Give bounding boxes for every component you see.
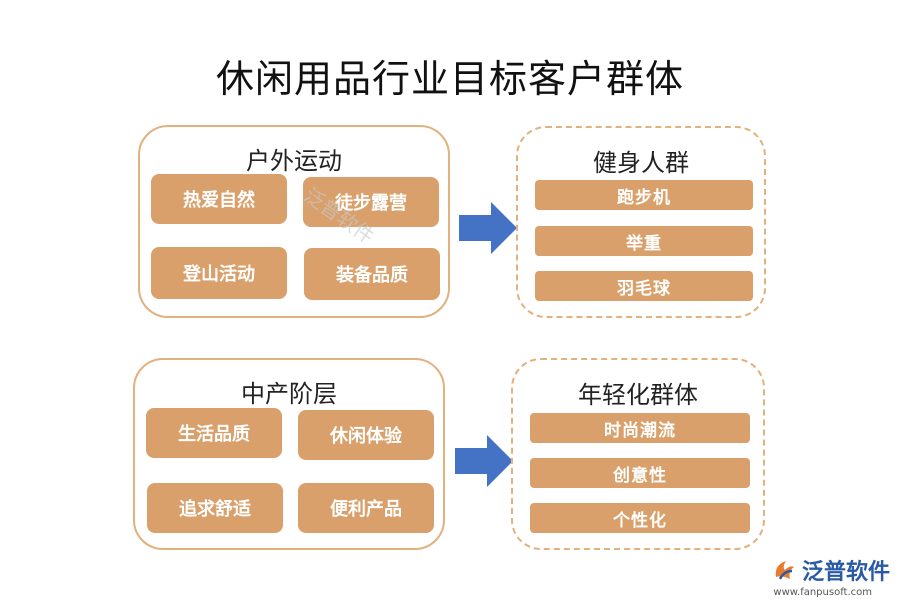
group-middle-class-box: 中产阶层 生活品质 休闲体验 追求舒适 便利产品 xyxy=(133,358,445,550)
target-item: 举重 xyxy=(535,226,753,256)
trait-tile: 便利产品 xyxy=(298,483,434,533)
target-item: 时尚潮流 xyxy=(530,413,750,443)
trait-tile: 徒步露营 xyxy=(303,177,439,227)
logo-icon xyxy=(775,561,794,580)
target-heading: 年轻化群体 xyxy=(578,381,698,409)
group-heading: 中产阶层 xyxy=(241,380,337,408)
target-fitness-box: 健身人群 跑步机 举重 羽毛球 xyxy=(516,126,766,318)
right-arrow-icon xyxy=(459,202,517,254)
target-item: 创意性 xyxy=(530,458,750,488)
trait-tile: 登山活动 xyxy=(151,247,287,299)
logo-url: www.fanpusoft.com xyxy=(773,587,872,598)
target-item: 羽毛球 xyxy=(535,271,753,301)
target-item: 个性化 xyxy=(530,503,750,533)
target-item: 跑步机 xyxy=(535,180,753,210)
trait-tile: 休闲体验 xyxy=(298,410,434,460)
trait-tile: 热爱自然 xyxy=(151,174,287,224)
target-heading: 健身人群 xyxy=(593,149,689,177)
page-title: 休闲用品行业目标客户群体 xyxy=(215,57,684,101)
right-arrow-icon xyxy=(455,435,513,487)
target-youth-box: 年轻化群体 时尚潮流 创意性 个性化 xyxy=(511,358,765,550)
brand-logo: 泛普软件 xyxy=(772,554,890,586)
group-outdoor-box: 户外运动 热爱自然 徒步露营 登山活动 装备品质 xyxy=(138,125,450,318)
group-heading: 户外运动 xyxy=(246,147,342,175)
trait-tile: 装备品质 xyxy=(304,248,440,300)
trait-tile: 生活品质 xyxy=(146,408,282,458)
logo-name: 泛普软件 xyxy=(801,560,890,585)
trait-tile: 追求舒适 xyxy=(147,483,283,533)
